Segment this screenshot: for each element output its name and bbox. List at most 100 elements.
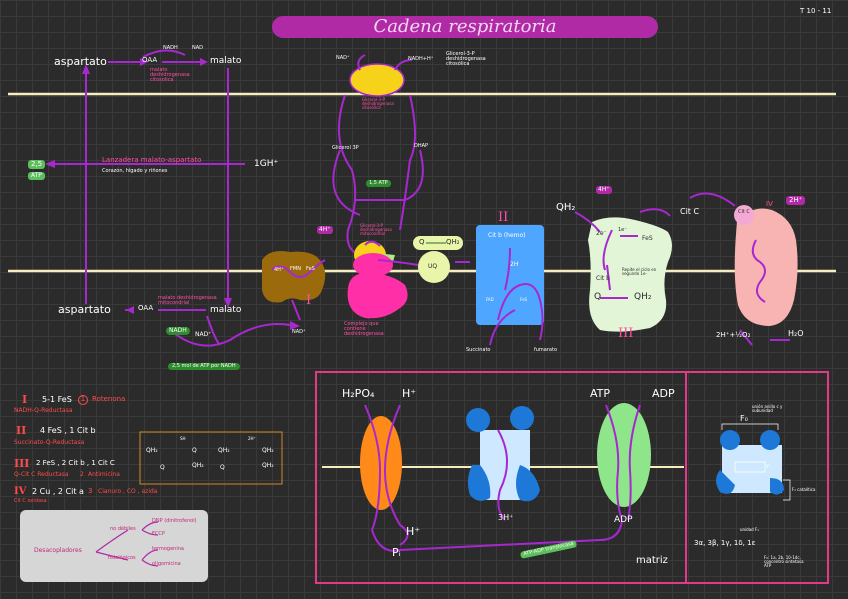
complex4-label: IV: [766, 200, 773, 208]
glycerol-cyto: Glicerol-3-P deshidrogenasa citosólica: [446, 51, 486, 67]
complex-fad-label: Complejo que contiene deshidrogenasa: [344, 321, 384, 337]
uncouplers-l3: termogenina: [152, 546, 184, 552]
complex1-h: 4H⁺: [274, 267, 284, 273]
shuttle-ion: 1GH⁺: [254, 159, 279, 169]
shuttle-arrowheads: [45, 58, 300, 330]
shuttle-top-aspartate: aspartato: [54, 55, 107, 68]
legend-1-sub: NADH-Q-Reductasa: [14, 407, 73, 414]
synth-adp-bottom: ADP: [614, 515, 633, 525]
synth-adp: ADP: [652, 387, 675, 400]
shuttle-bottom-enzyme: malato deshidrogenasa mitocondrial: [158, 295, 217, 306]
glycerol-dhap: DHAP: [414, 143, 429, 149]
legend-1-extra: Rotenona: [92, 395, 126, 403]
complex4-h-badge: 2H⁺: [786, 196, 806, 205]
complex2-fad: FAD: [486, 297, 494, 302]
complex1-label: I: [306, 293, 312, 308]
complex2-label: II: [498, 210, 509, 225]
legend-1-badge: 1: [78, 395, 88, 405]
shuttle-bottom-malate: malato: [210, 305, 242, 315]
complex1-fmn: FMN: [290, 266, 301, 272]
complex4-water-left: 2H⁺+½O₂: [716, 331, 751, 339]
page-title: Cadena respiratoria: [272, 16, 658, 38]
complex2-2h: 2H: [510, 261, 519, 268]
shuttle-top-nad: NAD: [192, 45, 204, 51]
complex3-note: Repite el ciclo en segundo 1e⁻: [622, 267, 657, 276]
uncouplers-l4: oligomicina: [152, 561, 181, 567]
shuttle-top-malate: malato: [210, 56, 242, 66]
complex3-2e: 2e⁻: [596, 230, 607, 237]
shuttle-note: Corazón, hígado y riñones: [102, 168, 168, 174]
synth-h2po4: H₂PO₄: [342, 387, 375, 400]
f0-note: F₀: 1a, 2b, 10-14c, concentro sintetasa …: [764, 555, 804, 568]
uncouplers-root: Desacopladores: [34, 547, 82, 554]
complex3-qh2: QH₂: [556, 202, 576, 213]
shuttle-bottom-aspartate: aspartato: [58, 303, 111, 316]
qbox-sh: SH: [180, 436, 186, 441]
complex3-cytb: Cit b: [596, 275, 610, 282]
legend-4-extra: Cianuro , CO , azida: [98, 488, 158, 495]
legend-2-roman: II: [16, 424, 27, 437]
complex4-cytc: Cit C: [738, 209, 750, 215]
complex3-fes: FeS: [642, 235, 653, 242]
synth-hplus-bottom: H⁺: [406, 525, 421, 538]
uq-label: UQ: [428, 263, 438, 270]
f0-label: F₀: [740, 414, 748, 423]
atp-badge-2: ATP: [28, 172, 45, 180]
shuttle-top-nadh: NADH: [163, 45, 178, 51]
synth-matrix: matriz: [636, 555, 668, 566]
legend-4-text: 2 Cu , 2 Cit a: [32, 487, 84, 496]
uncouplers-b2: fisiológicos: [108, 555, 136, 561]
legend-3-roman: III: [14, 457, 30, 470]
page-ref: T 10 - 11: [800, 7, 832, 15]
synth-3h: 3H⁺: [498, 513, 514, 522]
shuttle-label: Lanzadera malato-aspartato: [102, 156, 202, 164]
uncouplers-l1: DNP (dinitrofenol): [152, 518, 197, 524]
qbox-b4: QH₂: [262, 462, 274, 469]
complex3-label: III: [618, 326, 634, 341]
glycerol-mito: Glicerol-3-P deshidrogenasa mitocondrial: [360, 223, 392, 236]
complex3-h-badge: 4H⁺: [596, 186, 612, 194]
q-label: Q: [419, 238, 425, 246]
uncouplers-l2: FCCP: [152, 531, 165, 537]
qbox-a1: QH₂: [146, 447, 158, 454]
atp-badge-1: 2,5: [28, 160, 46, 169]
shuttle-bottom-oaa: OAA: [138, 304, 154, 312]
qbox-a4: Q: [192, 447, 197, 454]
qbox-a3: QH₂: [192, 462, 204, 469]
complex3-cytc: Cit C: [680, 207, 700, 216]
f0-formula: 3α, 3β, 1γ, 1δ, 1ε: [694, 539, 756, 547]
complex2-fumarate: fumarato: [534, 347, 558, 353]
shuttle-top-enzyme: malato deshidrogenasa citosolica: [150, 67, 190, 83]
complex4-water-right: H₂O: [788, 329, 804, 338]
legend-3-text: 2 FeS , 2 Cit b , 1 Cit C: [36, 459, 115, 467]
nadh-badge: NADH: [166, 327, 190, 335]
qbox-b2: Q: [220, 464, 225, 471]
legend-3-badge: 2: [80, 471, 84, 478]
shuttle-arrows: [55, 49, 291, 347]
shuttle-top-oaa: OAA: [142, 56, 158, 64]
complex2-fes: FeS: [520, 297, 528, 302]
glycerol-yield: 1,5 ATP: [366, 180, 391, 187]
complex3-1e: 1e⁻: [618, 227, 627, 233]
f0-f1: F₁ catalítica: [792, 487, 816, 492]
uncouplers-b1: no débiles: [110, 526, 136, 532]
glycerol-g3p: Glicerol 3P: [332, 145, 359, 151]
complex3-qh2b: QH₂: [634, 292, 652, 302]
glycerol-cyto-enzyme: Glicerol-3-P deshidrogenasa citosólica: [362, 97, 394, 110]
complex2-cytb: Cit b (hemo): [488, 232, 526, 239]
qbox-b3: QH₂: [262, 447, 274, 454]
qh2-label: QH₂: [446, 238, 460, 246]
legend-4-roman: IV: [14, 486, 27, 497]
nadh-yield: 2,5 mol de ATP por NADH: [168, 363, 240, 370]
legend-3-sub: Q-Cit C Reductasa: [14, 471, 69, 478]
complex1-fes: FeS: [306, 266, 315, 272]
qbox-b1: QH₂: [218, 447, 230, 454]
synth-hplus: H⁺: [402, 387, 417, 400]
glycerol-nad: NAD⁺: [336, 55, 350, 61]
shuttle-nad-plus: NAD⁺: [195, 331, 212, 338]
legend-2-sub: Succinato-Q-Reductasa: [14, 439, 85, 446]
qbox-a2: Q: [160, 464, 165, 471]
complex1-nad: NAD⁺: [292, 329, 306, 335]
